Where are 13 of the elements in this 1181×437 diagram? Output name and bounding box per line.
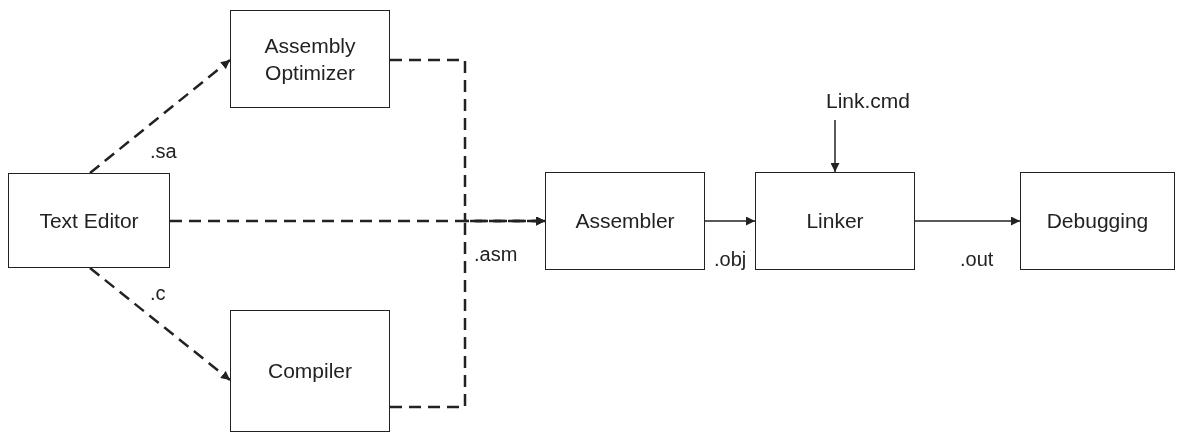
process-box: Linker xyxy=(755,172,915,270)
process-box: Assembly Optimizer xyxy=(230,10,390,108)
arrow xyxy=(704,216,756,226)
dashed-arrow xyxy=(390,216,545,409)
process-box: Text Editor xyxy=(8,173,170,268)
process-box: Assembler xyxy=(545,172,705,270)
dashed-arrow xyxy=(89,267,231,381)
process-box: Compiler xyxy=(230,310,390,432)
arrow xyxy=(914,216,1021,226)
process-box: Debugging xyxy=(1020,172,1175,270)
file-label: Link.cmd xyxy=(800,82,936,120)
dashed-arrow xyxy=(89,59,231,174)
arrow xyxy=(830,119,840,173)
